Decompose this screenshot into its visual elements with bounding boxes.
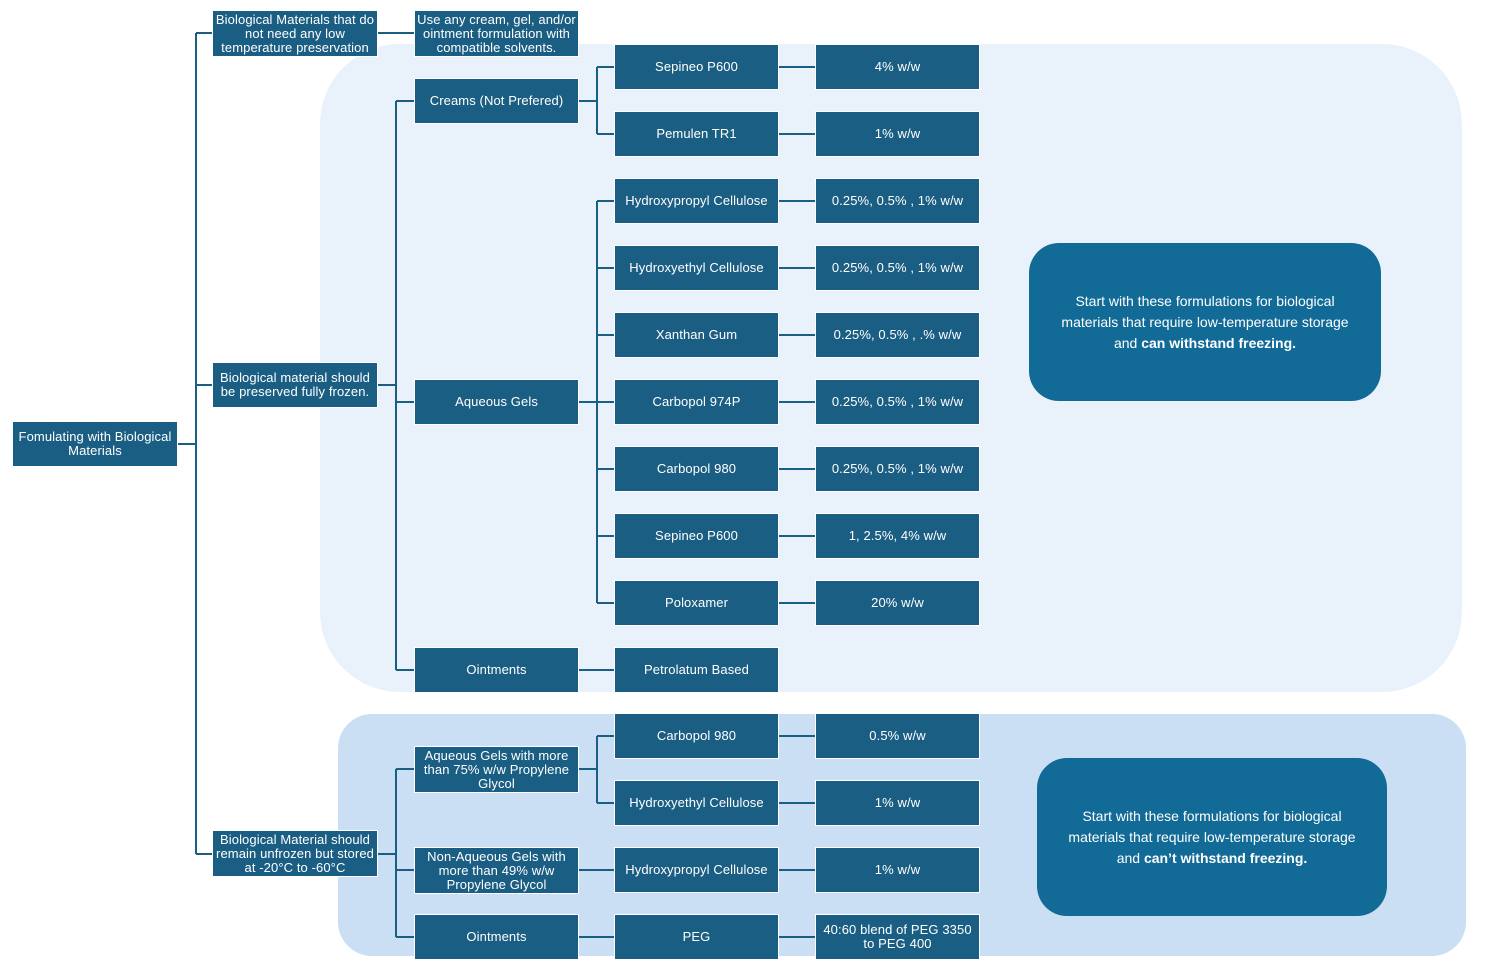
item-sepineo-p600-gel: Sepineo P600 (614, 513, 779, 559)
value-carbopol-980: 0.25%, 0.5% , 1% w/w (815, 446, 980, 492)
value-sepineo-p600-gel: 1, 2.5%, 4% w/w (815, 513, 980, 559)
category-no-low-temp: Biological Materials that do not need an… (212, 10, 378, 57)
value-hydroxyethyl-cellulose-pg: 1% w/w (815, 780, 980, 826)
value-carbopol-974p: 0.25%, 0.5% , 1% w/w (815, 379, 980, 425)
item-peg: PEG (614, 914, 779, 960)
item-poloxamer: Poloxamer (614, 580, 779, 626)
value-hydroxyethyl-cellulose: 0.25%, 0.5% , 1% w/w (815, 245, 980, 291)
note-cannot-freeze-emphasis: can’t withstand freezing. (1143, 849, 1308, 866)
category-frozen: Biological material should be preserved … (212, 362, 378, 408)
item-pemulen-tr1: Pemulen TR1 (614, 111, 779, 157)
item-sepineo-p600: Sepineo P600 (614, 44, 779, 90)
item-xanthan-gum: Xanthan Gum (614, 312, 779, 358)
value-hydroxypropyl-cellulose-pg: 1% w/w (815, 847, 980, 893)
item-carbopol-980-pg: Carbopol 980 (614, 713, 779, 759)
note-cannot-freeze-text: Start with these formulations for biolog… (1065, 806, 1359, 869)
note-cannot-freeze-prefix: Start with these formulations for biolog… (1068, 807, 1356, 866)
value-peg: 40:60 blend of PEG 3350 to PEG 400 (815, 914, 980, 960)
value-hydroxypropyl-cellulose: 0.25%, 0.5% , 1% w/w (815, 178, 980, 224)
value-sepineo-p600: 4% w/w (815, 44, 980, 90)
group-ointments-unfrozen: Ointments (414, 914, 579, 960)
group-non-aqueous-gels-pg: Non-Aqueous Gels with more than 49% w/w … (414, 847, 579, 894)
root-node: Fomulating with Biological Materials (12, 421, 178, 467)
item-petrolatum-based: Petrolatum Based (614, 647, 779, 693)
item-hydroxyethyl-cellulose-pg: Hydroxyethyl Cellulose (614, 780, 779, 826)
group-creams: Creams (Not Prefered) (414, 78, 579, 124)
value-xanthan-gum: 0.25%, 0.5% , .% w/w (815, 312, 980, 358)
item-hydroxypropyl-cellulose-pg: Hydroxypropyl Cellulose (614, 847, 779, 893)
note-can-freeze-prefix: Start with these formulations for biolog… (1061, 292, 1349, 351)
no-low-temp-option: Use any cream, gel, and/or ointment form… (414, 10, 579, 57)
group-aqueous-gels-pg: Aqueous Gels with more than 75% w/w Prop… (414, 746, 579, 793)
group-aqueous-gels: Aqueous Gels (414, 379, 579, 425)
item-hydroxyethyl-cellulose: Hydroxyethyl Cellulose (614, 245, 779, 291)
item-carbopol-974p: Carbopol 974P (614, 379, 779, 425)
value-poloxamer: 20% w/w (815, 580, 980, 626)
note-can-freeze-text: Start with these formulations for biolog… (1057, 291, 1353, 354)
note-can-freeze-emphasis: can withstand freezing. (1141, 334, 1297, 351)
category-unfrozen: Biological Material should remain unfroz… (212, 830, 378, 877)
group-ointments-frozen: Ointments (414, 647, 579, 693)
item-hydroxypropyl-cellulose: Hydroxypropyl Cellulose (614, 178, 779, 224)
value-pemulen-tr1: 1% w/w (815, 111, 980, 157)
item-carbopol-980: Carbopol 980 (614, 446, 779, 492)
value-carbopol-980-pg: 0.5% w/w (815, 713, 980, 759)
note-can-freeze: Start with these formulations for biolog… (1029, 243, 1381, 401)
note-cannot-freeze: Start with these formulations for biolog… (1037, 758, 1387, 916)
